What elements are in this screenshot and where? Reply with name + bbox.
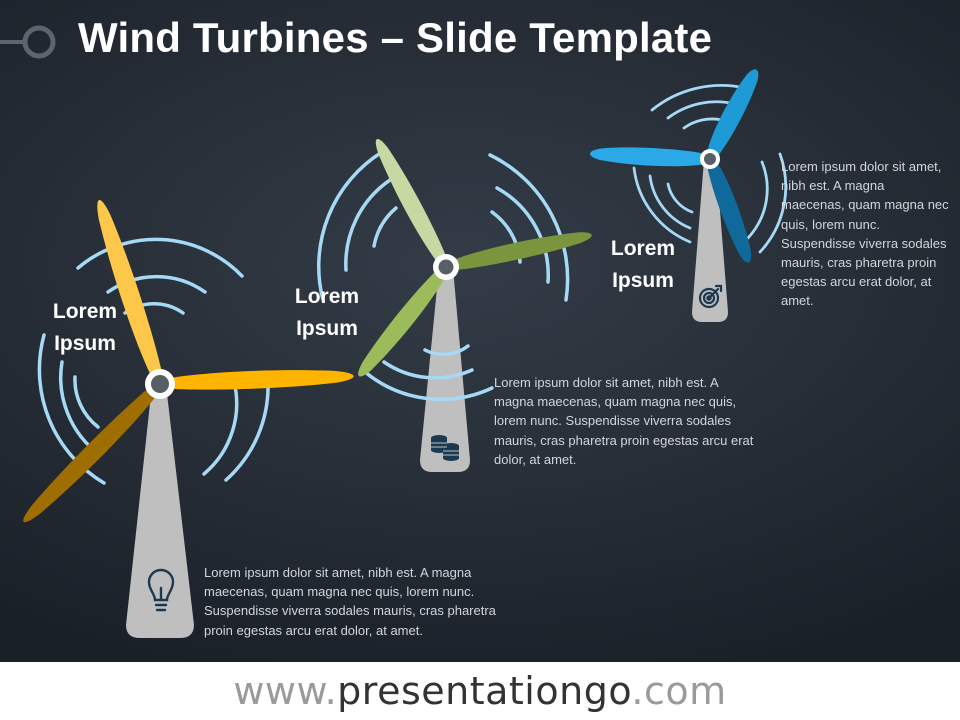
coins-icon	[431, 435, 459, 461]
turbine-1-label-line1: Lorem	[52, 300, 118, 323]
slide-title: Wind Turbines – Slide Template	[78, 14, 713, 61]
turbine-3-label-line2: Ipsum	[612, 269, 674, 292]
turbine-1-wind-arcs	[37, 237, 270, 485]
turbine-2-label: Lorem Ipsum	[282, 281, 372, 345]
turbine-2-tower	[420, 268, 470, 472]
lightbulb-icon	[147, 568, 175, 612]
turbine-1-label: Lorem Ipsum	[40, 296, 130, 360]
target-icon	[698, 284, 723, 309]
slide: Wind Turbines – Slide Template	[0, 0, 960, 662]
footer-prefix: www.	[233, 669, 338, 713]
turbine-1-label-line2: Ipsum	[54, 332, 116, 355]
title-ornament-icon	[0, 25, 56, 59]
turbine-2	[317, 135, 594, 472]
turbine-1-tower	[126, 385, 194, 638]
turbine-2-description: Lorem ipsum dolor sit amet, nibh est. A …	[494, 375, 754, 467]
turbines-illustration	[17, 65, 788, 638]
footer-brand: presentationgo	[337, 669, 632, 713]
turbine-3-label-line1: Lorem	[610, 237, 676, 260]
turbine-1-description: Lorem ipsum dolor sit amet, nibh est. A …	[204, 565, 496, 638]
turbine-3-description: Lorem ipsum dolor sit amet, nibh est. A …	[781, 159, 949, 309]
turbine-3-wind-arcs	[632, 84, 788, 254]
footer-suffix: .com	[631, 669, 727, 713]
turbine-2-label-line1: Lorem	[294, 285, 360, 308]
footer-website: www.presentationgo.com	[0, 662, 960, 720]
turbine-2-label-line2: Ipsum	[296, 317, 358, 340]
turbine-1	[17, 197, 354, 638]
turbine-3-label: Lorem Ipsum	[598, 233, 688, 297]
turbine-3	[589, 65, 788, 322]
